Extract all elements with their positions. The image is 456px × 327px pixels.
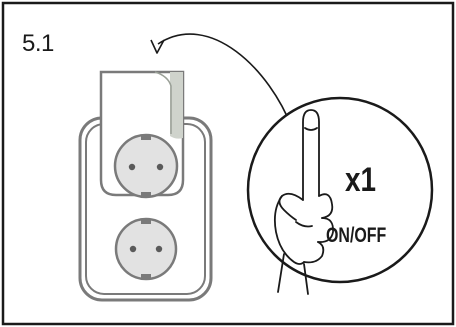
step-number: 5.1 [22, 30, 54, 58]
upper-socket [115, 135, 177, 197]
press-count-label: x1 [345, 163, 376, 197]
smart-plug-icon [101, 72, 183, 197]
instruction-callout [248, 98, 432, 282]
button-action-label: ON/OFF [326, 225, 386, 246]
plug-side-shade [170, 72, 183, 139]
lower-socket [116, 219, 176, 279]
